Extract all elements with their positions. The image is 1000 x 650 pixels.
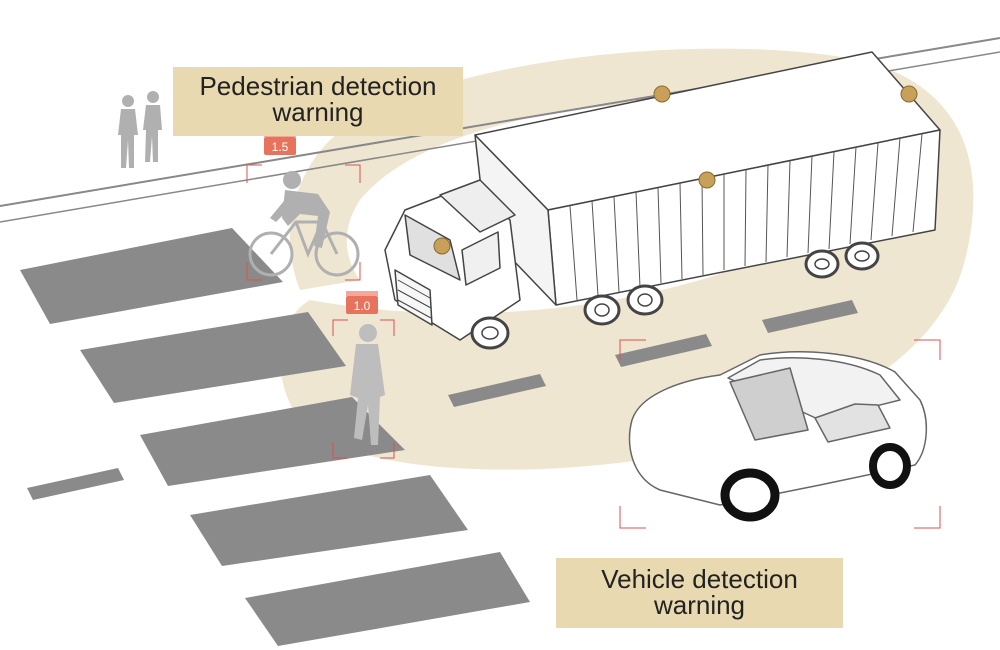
car-rear-wheel xyxy=(869,443,911,489)
sidewalk-pedestrians xyxy=(118,91,162,168)
pedestrian-figure xyxy=(118,95,138,168)
lane-dash xyxy=(448,374,546,407)
car xyxy=(628,351,928,522)
truck-roof-fairing xyxy=(439,179,516,233)
truck-windshield xyxy=(404,214,461,281)
truck-side-window xyxy=(461,231,501,286)
crosswalk-stripe xyxy=(190,475,468,566)
lane-dash xyxy=(27,468,124,500)
cyclist-body xyxy=(270,171,330,248)
truck-wheels xyxy=(470,241,880,350)
sensor-dot xyxy=(653,85,671,103)
cyclist xyxy=(248,171,360,277)
vehicle-detection-label: Vehicle detection warning xyxy=(556,558,843,628)
car-front-wheel xyxy=(720,468,780,522)
truck xyxy=(384,51,941,350)
container-ribs xyxy=(569,133,923,301)
crosswalk-stripe xyxy=(80,312,346,403)
car-side-window xyxy=(814,403,891,443)
truck-sensors xyxy=(433,85,918,255)
distance-value: 1.0 xyxy=(354,299,371,313)
cyclist-bracket xyxy=(246,164,361,281)
truck-cab xyxy=(384,179,521,341)
pedestrian-label-line1: Pedestrian detection xyxy=(199,71,437,101)
pedestrian-figure xyxy=(143,91,162,162)
detection-brackets xyxy=(246,164,941,529)
sensor-dot xyxy=(433,237,451,255)
vehicle-label-line2: warning xyxy=(653,590,746,620)
car-windshield xyxy=(729,367,809,441)
lane-dash xyxy=(762,300,858,333)
sensor-dot xyxy=(900,85,918,103)
crosswalk-stripe xyxy=(245,552,530,646)
distance-tag-pedestrian: 1.0 xyxy=(346,291,378,314)
lane-dash xyxy=(615,334,712,367)
crosswalk-stripe xyxy=(140,397,405,486)
vehicle-label-line1: Vehicle detection xyxy=(601,564,798,594)
pedestrian-bracket xyxy=(332,319,395,459)
sensor-dot xyxy=(698,171,716,189)
lane-markings xyxy=(27,300,858,500)
vehicle-bracket xyxy=(619,339,941,529)
crosswalk xyxy=(20,228,530,646)
pedestrian-detection-label: Pedestrian detection warning xyxy=(173,67,463,136)
crosswalk-stripe xyxy=(20,228,283,324)
pedestrian-label-line2: warning xyxy=(272,97,364,127)
distance-value: 1.5 xyxy=(272,140,289,154)
crossing-pedestrian xyxy=(350,324,385,445)
